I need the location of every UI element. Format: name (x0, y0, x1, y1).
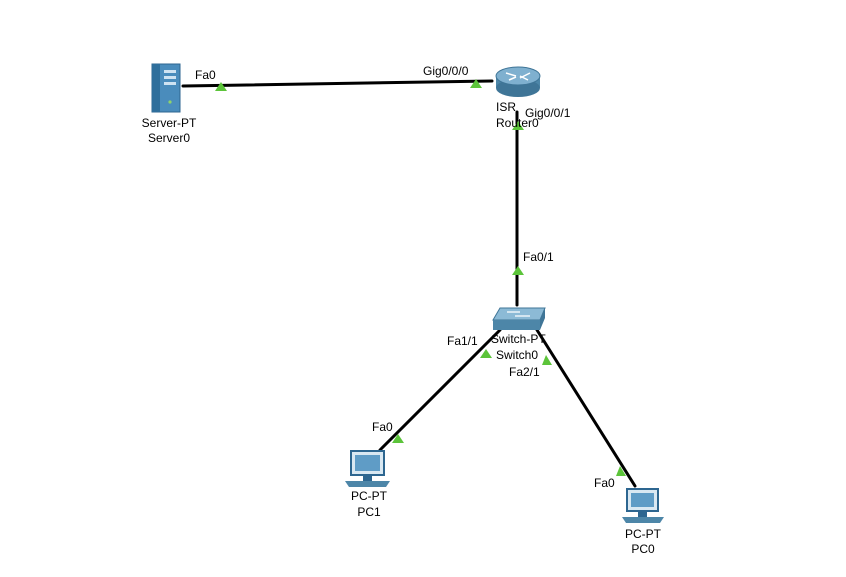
pc-icon (622, 488, 664, 523)
device-name-label: PC0 (631, 542, 655, 556)
interface-label: Gig0/0/0 (423, 64, 469, 78)
device-name-label: Switch0 (496, 348, 538, 362)
link-switch-pc1[interactable] (378, 328, 502, 452)
link-status-indicator (616, 466, 626, 476)
device-model-label: ISR (496, 100, 516, 114)
device-server0[interactable]: Server-PT Server0 (142, 63, 197, 145)
device-router0[interactable]: ISR Router0 (495, 66, 541, 130)
device-model-label: Switch-PT (491, 332, 546, 346)
pc-icon (345, 450, 390, 487)
link-switch-pc0[interactable] (535, 328, 637, 488)
device-model-label: PC-PT (625, 527, 662, 541)
interface-label: Fa0/1 (523, 250, 554, 264)
device-name-label: Server0 (148, 131, 190, 145)
interface-label: Fa1/1 (447, 334, 478, 348)
link-status-indicator (392, 434, 404, 443)
device-name-label: Router0 (496, 116, 539, 130)
link-status-indicator (512, 121, 524, 130)
device-pc1[interactable]: PC-PT PC1 (345, 450, 390, 519)
link-server-router[interactable] (181, 79, 494, 88)
device-model-label: Server-PT (142, 116, 197, 130)
link-status-indicator (480, 349, 492, 358)
device-name-label: PC1 (357, 505, 381, 519)
switch-icon (492, 307, 546, 330)
interface-label: Fa2/1 (509, 365, 540, 379)
server-icon (151, 63, 181, 113)
link-status-indicator (470, 79, 482, 88)
link-status-indicator (512, 266, 524, 275)
interface-label: Fa0 (594, 476, 615, 490)
interface-label: Fa0 (372, 420, 393, 434)
device-model-label: PC-PT (351, 489, 388, 503)
link-status-indicator (542, 355, 552, 365)
device-pc0[interactable]: PC-PT PC0 (622, 488, 664, 556)
interface-label: Fa0 (195, 68, 216, 82)
device-switch0[interactable]: Switch-PT Switch0 (491, 307, 546, 362)
interface-label: Gig0/0/1 (525, 106, 571, 120)
router-icon (495, 66, 541, 97)
link-status-indicator (215, 82, 227, 91)
